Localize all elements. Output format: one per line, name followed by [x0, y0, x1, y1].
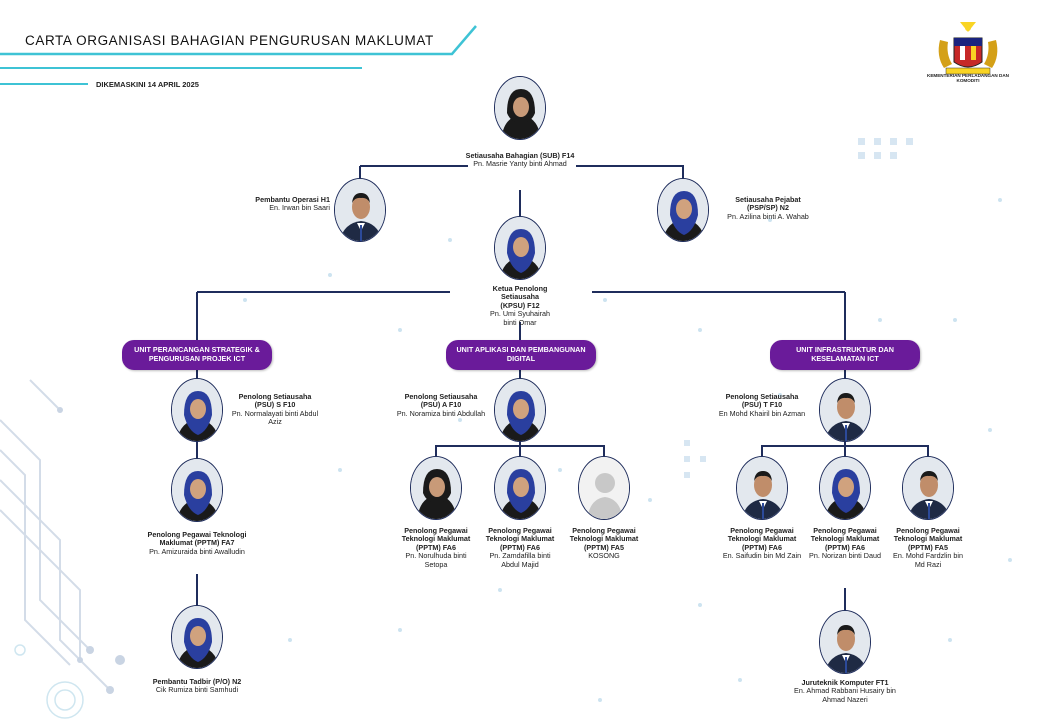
- psp-label: Setiausaha Pejabat (PSP/SP) N2 Pn. Azili…: [720, 195, 816, 221]
- pptm-fa7-label: Penolong Pegawai Teknologi Maklumat (PPT…: [147, 530, 247, 556]
- sub-role: Setiausaha Bahagian (SUB) F14: [465, 151, 575, 160]
- t1-name: En. Saifudin bin Md Zain: [722, 551, 802, 561]
- psu-t-photo: [819, 378, 871, 442]
- t1-label: Penolong Pegawai Teknologi Maklumat (PPT…: [722, 526, 802, 561]
- jk-name: En. Ahmad Rabbani Husairy bin Ahmad Naze…: [794, 686, 896, 704]
- t1-photo: [736, 456, 788, 520]
- pt-label: Pembantu Tadbir (P/O) N2 Cik Rumiza bint…: [135, 677, 259, 695]
- kpsu-role: Ketua Penolong Setiausaha (KPSU) F12: [492, 284, 548, 310]
- t2-role: Penolong Pegawai Teknologi Maklumat (PPT…: [810, 526, 880, 552]
- po-label: Pembantu Operasi H1 En. Irwan bin Saari: [222, 195, 330, 213]
- sub-label: Setiausaha Bahagian (SUB) F14 Pn. Masrie…: [450, 151, 590, 169]
- po-photo: [334, 178, 386, 242]
- psp-photo: [657, 178, 709, 242]
- a3-label: Penolong Pegawai Teknologi Maklumat (PPT…: [564, 526, 644, 561]
- t1-role: Penolong Pegawai Teknologi Maklumat (PPT…: [727, 526, 797, 552]
- unit-infrastruktur: UNIT INFRASTRUKTUR DAN KESELAMATAN ICT: [770, 340, 920, 370]
- a1-photo: [410, 456, 462, 520]
- psu-t-label: Penolong Setiausaha (PSU) T F10 En Mohd …: [718, 392, 806, 418]
- po-name: En. Irwan bin Saari: [269, 203, 330, 213]
- psu-s-role: Penolong Setiausaha (PSU) S F10: [238, 392, 312, 410]
- page-title: CARTA ORGANISASI BAHAGIAN PENGURUSAN MAK…: [25, 33, 434, 48]
- ministry-crest-logo: [938, 22, 998, 75]
- pt-role: Pembantu Tadbir (P/O) N2: [152, 677, 242, 686]
- psp-name: Pn. Azilina binti A. Wahab: [727, 211, 809, 221]
- a3-name: KOSONG: [588, 551, 620, 561]
- a1-label: Penolong Pegawai Teknologi Maklumat (PPT…: [396, 526, 476, 569]
- pt-photo: [171, 605, 223, 669]
- psu-a-label: Penolong Setiausaha (PSU) A F10 Pn. Nora…: [396, 392, 486, 418]
- pptm-fa7-name: Pn. Amizuraida binti Awalludin: [149, 546, 245, 556]
- psu-s-name: Pn. Normalayati binti Abdul Aziz: [231, 408, 319, 427]
- t2-name: Pn. Norizan binti Daud: [809, 551, 881, 561]
- kpsu-label: Ketua Penolong Setiausaha (KPSU) F12 Pn.…: [440, 284, 600, 327]
- ministry-name: KEMENTERIAN PERLADANGAN DAN KOMODITI: [927, 73, 1009, 84]
- a3-role: Penolong Pegawai Teknologi Maklumat (PPT…: [569, 526, 639, 552]
- psu-t-role: Penolong Setiausaha (PSU) T F10: [725, 392, 799, 410]
- t3-name: En. Mohd Fardzlin bin Md Razi: [893, 551, 963, 569]
- a2-photo: [494, 456, 546, 520]
- sub-name: Pn. Masrie Yanty binti Ahmad: [473, 159, 567, 169]
- t3-photo: [902, 456, 954, 520]
- sub-photo: [494, 76, 546, 140]
- psu-a-role: Penolong Setiausaha (PSU) A F10: [404, 392, 478, 410]
- psu-t-name: En Mohd Khairil bin Azman: [718, 408, 806, 418]
- unit-aplikasi: UNIT APLIKASI DAN PEMBANGUNAN DIGITAL: [446, 340, 596, 370]
- psp-role: Setiausaha Pejabat (PSP/SP) N2: [735, 195, 801, 213]
- t2-label: Penolong Pegawai Teknologi Maklumat (PPT…: [805, 526, 885, 561]
- a2-role: Penolong Pegawai Teknologi Maklumat (PPT…: [485, 526, 555, 552]
- psu-s-photo: [171, 378, 223, 442]
- pt-name: Cik Rumiza binti Samhudi: [155, 685, 239, 695]
- kpsu-photo: [494, 216, 546, 280]
- jk-photo: [819, 610, 871, 674]
- psu-a-photo: [494, 378, 546, 442]
- pptm-fa7-role: Penolong Pegawai Teknologi Maklumat (PPT…: [147, 530, 247, 548]
- pptm-fa7-photo: [171, 458, 223, 522]
- a2-name: Pn. Zamdafilla binti Abdul Majid: [489, 551, 551, 569]
- a1-role: Penolong Pegawai Teknologi Maklumat (PPT…: [401, 526, 471, 552]
- a3-photo: [578, 456, 630, 520]
- jk-label: Juruteknik Komputer FT1 En. Ahmad Rabban…: [785, 678, 905, 704]
- kpsu-name: Pn. Umi Syuhairah binti Omar: [490, 309, 550, 327]
- po-role: Pembantu Operasi H1: [255, 195, 330, 204]
- t3-label: Penolong Pegawai Teknologi Maklumat (PPT…: [888, 526, 968, 569]
- psu-a-name: Pn. Noramiza binti Abdullah: [396, 408, 486, 418]
- jk-role: Juruteknik Komputer FT1: [801, 678, 889, 687]
- t3-role: Penolong Pegawai Teknologi Maklumat (PPT…: [893, 526, 963, 552]
- a2-label: Penolong Pegawai Teknologi Maklumat (PPT…: [480, 526, 560, 569]
- t2-photo: [819, 456, 871, 520]
- psu-s-label: Penolong Setiausaha (PSU) S F10 Pn. Norm…: [228, 392, 322, 427]
- updated-date: DIKEMASKINI 14 APRIL 2025: [96, 80, 199, 89]
- a1-name: Pn. Norulhuda binti Setopa: [405, 551, 467, 569]
- unit-strategik: UNIT PERANCANGAN STRATEGIK & PENGURUSAN …: [122, 340, 272, 370]
